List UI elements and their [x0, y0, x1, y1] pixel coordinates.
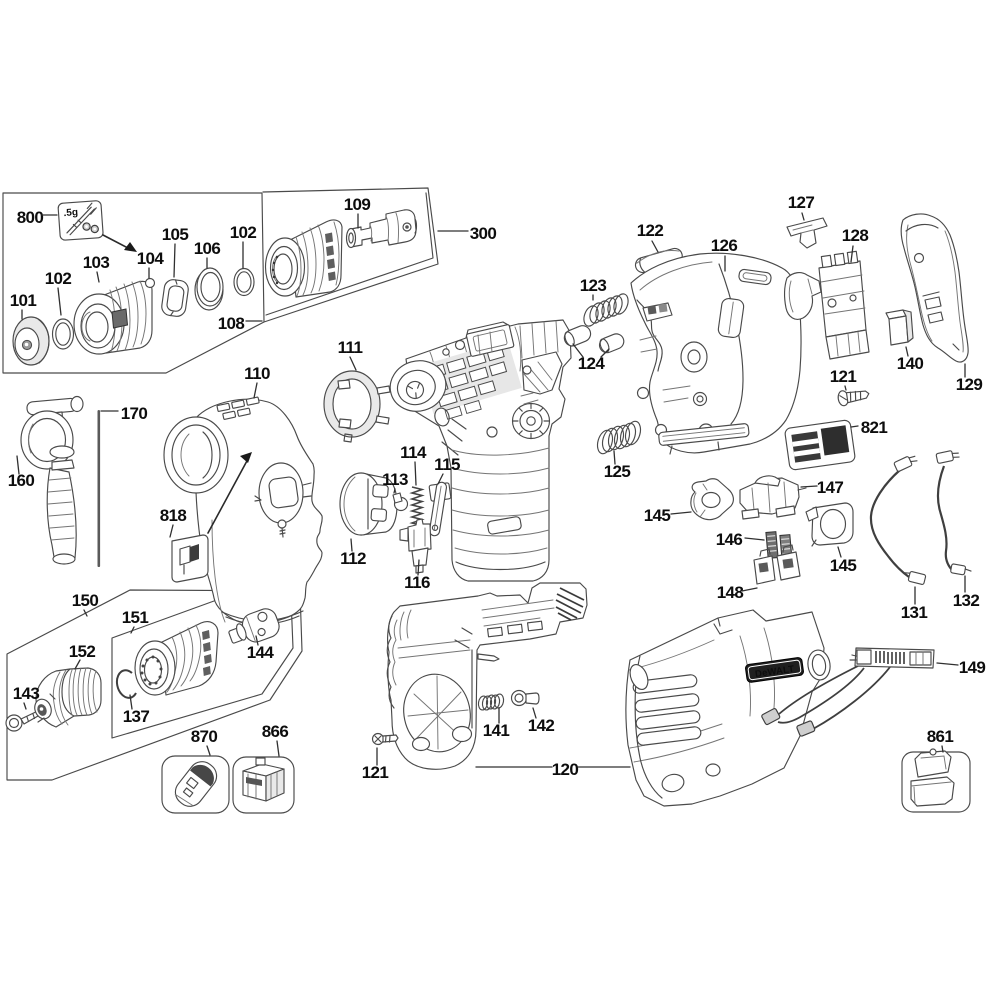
- svg-text:146: 146: [716, 530, 743, 549]
- svg-text:121: 121: [362, 763, 389, 782]
- svg-text:122: 122: [637, 221, 664, 240]
- svg-text:861: 861: [927, 727, 954, 746]
- svg-text:.5g: .5g: [63, 207, 78, 219]
- svg-text:821: 821: [861, 418, 888, 437]
- svg-text:125: 125: [604, 462, 631, 481]
- svg-text:104: 104: [137, 249, 165, 268]
- svg-text:111: 111: [338, 338, 363, 357]
- svg-text:144: 144: [247, 643, 275, 662]
- svg-text:105: 105: [162, 225, 189, 244]
- svg-text:121: 121: [830, 367, 857, 386]
- svg-text:106: 106: [194, 239, 221, 258]
- svg-text:143: 143: [13, 684, 40, 703]
- svg-text:103: 103: [83, 253, 110, 272]
- svg-text:150: 150: [72, 591, 99, 610]
- svg-text:142: 142: [528, 716, 555, 735]
- svg-text:112: 112: [340, 549, 366, 568]
- svg-text:132: 132: [953, 591, 980, 610]
- svg-text:110: 110: [244, 364, 270, 383]
- svg-text:137: 137: [123, 707, 150, 726]
- svg-text:140: 140: [897, 354, 924, 373]
- svg-text:152: 152: [69, 642, 96, 661]
- svg-text:126: 126: [711, 236, 738, 255]
- svg-text:148: 148: [717, 583, 744, 602]
- svg-text:115: 115: [434, 455, 460, 474]
- svg-text:800: 800: [17, 208, 44, 227]
- svg-text:145: 145: [644, 506, 671, 525]
- svg-text:123: 123: [580, 276, 607, 295]
- svg-text:DeWALT: DeWALT: [754, 664, 795, 680]
- svg-text:102: 102: [230, 223, 257, 242]
- svg-text:109: 109: [344, 195, 371, 214]
- svg-text:818: 818: [160, 506, 187, 525]
- svg-text:149: 149: [959, 658, 986, 677]
- svg-text:114: 114: [400, 443, 427, 462]
- svg-text:141: 141: [483, 721, 510, 740]
- svg-text:127: 127: [788, 193, 815, 212]
- svg-text:128: 128: [842, 226, 869, 245]
- svg-text:870: 870: [191, 727, 218, 746]
- svg-text:101: 101: [10, 291, 37, 310]
- svg-text:170: 170: [121, 404, 148, 423]
- svg-text:113: 113: [382, 470, 408, 489]
- svg-text:866: 866: [262, 722, 289, 741]
- svg-text:147: 147: [817, 478, 844, 497]
- svg-text:120: 120: [552, 760, 579, 779]
- svg-text:124: 124: [578, 354, 606, 373]
- svg-text:300: 300: [470, 224, 497, 243]
- svg-text:116: 116: [404, 573, 430, 592]
- svg-text:102: 102: [45, 269, 72, 288]
- svg-text:145: 145: [830, 556, 857, 575]
- svg-text:151: 151: [122, 608, 149, 627]
- svg-text:160: 160: [8, 471, 35, 490]
- svg-text:131: 131: [901, 603, 928, 622]
- svg-text:108: 108: [218, 314, 245, 333]
- svg-text:129: 129: [956, 375, 983, 394]
